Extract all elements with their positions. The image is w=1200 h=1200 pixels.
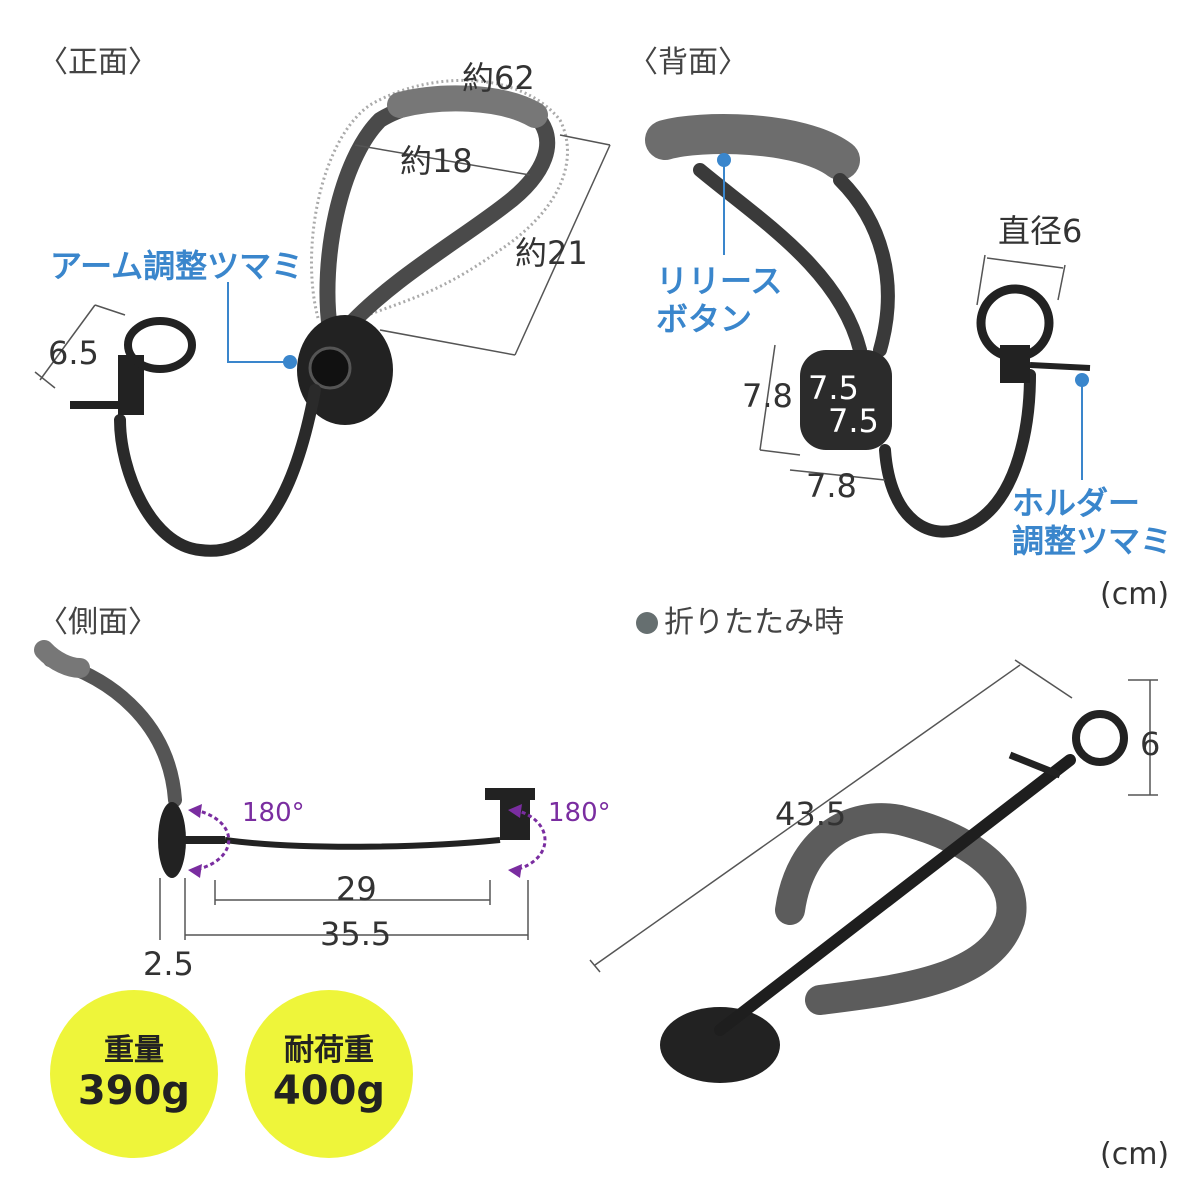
unit-label-top: (cm) [1100,577,1170,612]
spec-weight-value: 390g [77,1067,191,1114]
back-view-product [645,114,1091,538]
unit-label-bottom: (cm) [1100,1137,1170,1172]
front-dim-depth: 約21 [515,234,588,272]
side-dim-total: 35.5 [320,915,392,953]
callout-release-line1: リリース [656,262,783,300]
spec-badge-load: 耐荷重 400g [245,990,413,1158]
front-view-product [34,78,611,557]
folded-dim-height: 6 [1140,725,1161,763]
side-rotation-left: 180° [242,798,305,828]
spec-load-label: 耐荷重 [284,1032,374,1068]
spec-weight-label: 重量 [104,1032,164,1068]
callout-release-line2: ボタン [656,300,753,338]
spec-load-value: 400g [272,1067,386,1114]
section-title-back: 〈背面〉 [628,45,748,80]
section-title-folded-text: 折りたたみ時 [664,605,844,640]
back-dim-pad-h: 7.5 [828,402,879,440]
side-dim-arm: 29 [336,870,377,908]
side-view-product [34,640,547,940]
spec-badge-weight: 重量 390g [50,990,218,1158]
section-title-front: 〈正面〉 [38,45,158,80]
folded-dim-length: 43.5 [775,795,847,833]
side-rotation-right: 180° [548,798,611,828]
front-dim-inner: 約18 [400,142,473,180]
section-title-side: 〈側面〉 [38,605,158,640]
folded-view-product [589,659,1158,1083]
callout-holder-line1: ホルダー [1012,484,1141,522]
back-dim-base-h: 7.8 [742,377,793,415]
back-dim-diameter: 直径6 [998,212,1083,250]
front-dim-circumference: 約62 [462,59,535,97]
front-dim-holder: 6.5 [48,334,99,372]
back-dim-base-w: 7.8 [806,467,857,505]
bullet-icon [636,612,658,634]
back-dim-pad-w: 7.5 [808,369,859,407]
callout-holder-line2: 調整ツマミ [1012,522,1173,560]
callout-arm-knob: アーム調整ツマミ [50,247,304,285]
side-dim-pad: 2.5 [143,945,194,983]
section-title-folded: 折りたたみ時 [636,608,844,638]
